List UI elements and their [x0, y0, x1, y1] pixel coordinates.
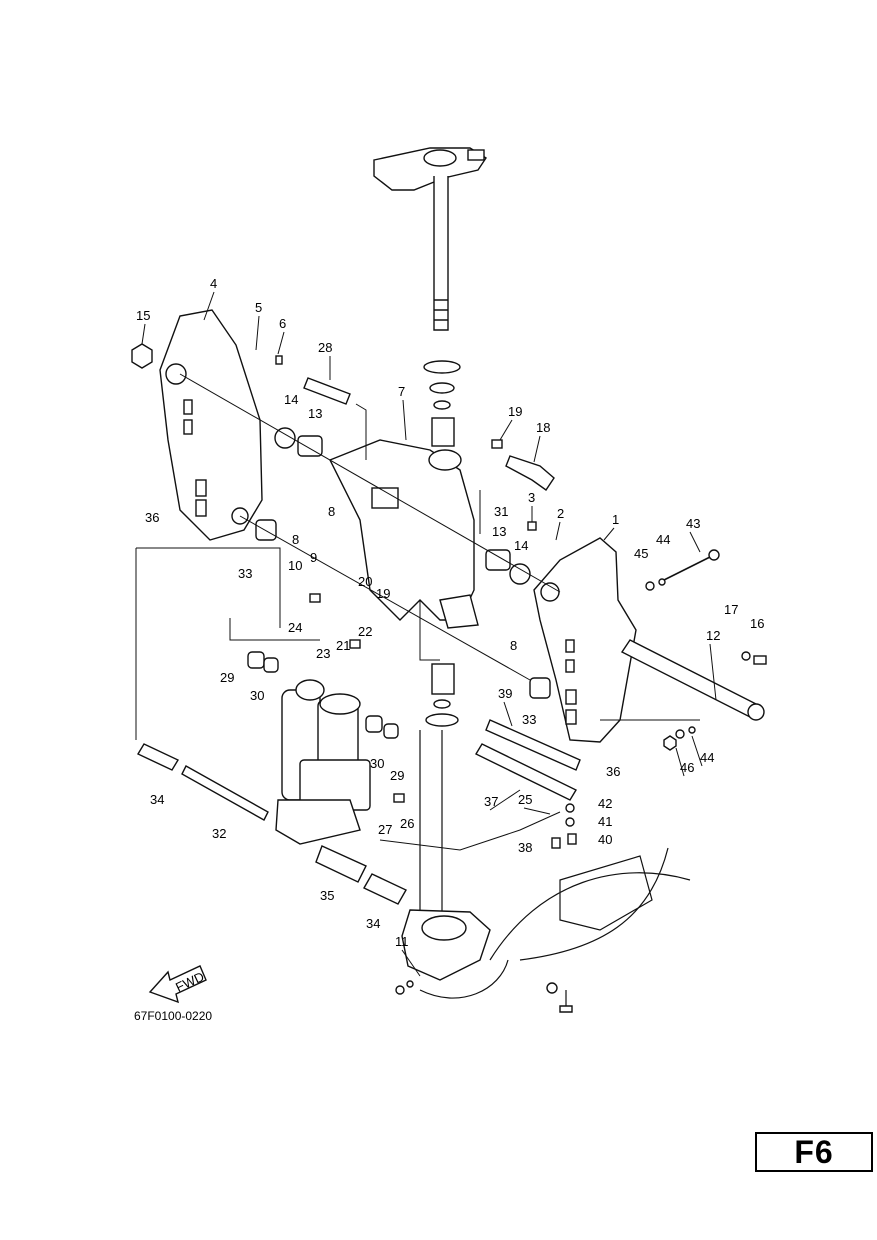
callout-1: 1 — [612, 512, 619, 527]
callout-13b: 13 — [492, 524, 506, 539]
callout-20: 20 — [358, 574, 372, 589]
callout-3: 3 — [528, 490, 535, 505]
callout-34b: 34 — [366, 916, 380, 931]
callout-34: 34 — [150, 792, 164, 807]
callout-30: 30 — [250, 688, 264, 703]
callout-14b: 14 — [514, 538, 528, 553]
callout-24: 24 — [288, 620, 302, 635]
callout-9: 9 — [310, 550, 317, 565]
callout-8c: 8 — [510, 638, 517, 653]
page-tab-label: F6 — [794, 1133, 834, 1170]
tilt-tube — [620, 639, 765, 721]
callout-10: 10 — [288, 558, 302, 573]
callout-27: 27 — [378, 822, 392, 837]
page-tab: F6 — [755, 1132, 873, 1172]
callout-40: 40 — [598, 832, 612, 847]
figure-code: 67F0100-0220 — [134, 1009, 213, 1023]
fwd-label: FWD — [173, 969, 206, 995]
callout-4: 4 — [210, 276, 217, 291]
callout-33: 33 — [238, 566, 252, 581]
callout-44b: 44 — [700, 750, 714, 765]
callout-8: 8 — [292, 532, 299, 547]
callout-28: 28 — [318, 340, 332, 355]
callout-2: 2 — [557, 506, 564, 521]
callout-44: 44 — [656, 532, 670, 547]
callout-37: 37 — [484, 794, 498, 809]
callout-6: 6 — [279, 316, 286, 331]
callout-43: 43 — [686, 516, 700, 531]
callout-12: 12 — [706, 628, 720, 643]
callout-leaders — [141, 291, 717, 977]
callout-36b: 36 — [606, 764, 620, 779]
callout-42: 42 — [598, 796, 612, 811]
callout-36: 36 — [145, 510, 159, 525]
callout-25: 25 — [518, 792, 532, 807]
callout-14: 14 — [284, 392, 298, 407]
callout-22: 22 — [358, 624, 372, 639]
callout-19: 19 — [508, 404, 522, 419]
callout-41: 41 — [598, 814, 612, 829]
callout-35: 35 — [320, 888, 334, 903]
callout-21: 21 — [336, 638, 350, 653]
callout-39: 39 — [498, 686, 512, 701]
callout-45: 45 — [634, 546, 648, 561]
callout-13: 13 — [308, 406, 322, 421]
callout-16: 16 — [750, 616, 764, 631]
swivel-bracket — [329, 439, 479, 629]
clamp-bracket-left — [159, 309, 263, 541]
fwd-arrow — [148, 965, 207, 1004]
callout-15: 15 — [136, 308, 150, 323]
callout-33b: 33 — [522, 712, 536, 727]
callout-7: 7 — [398, 384, 405, 399]
callouts: 1 2 3 4 5 6 7 8 8 8 9 10 11 12 13 13 14 … — [136, 276, 764, 995]
callout-30b: 30 — [370, 756, 384, 771]
callout-5: 5 — [255, 300, 262, 315]
callout-31: 31 — [494, 504, 508, 519]
callout-11: 11 — [395, 934, 409, 949]
clamp-bracket-right — [533, 537, 637, 743]
callout-18: 18 — [536, 420, 550, 435]
callout-29b: 29 — [390, 768, 404, 783]
callout-38: 38 — [518, 840, 532, 855]
callout-29: 29 — [220, 670, 234, 685]
callout-26: 26 — [400, 816, 414, 831]
callout-23: 23 — [316, 646, 330, 661]
callout-32: 32 — [212, 826, 226, 841]
callout-19b: 19 — [376, 586, 390, 601]
callout-8b: 8 — [328, 504, 335, 519]
trim-tilt-unit — [275, 679, 371, 845]
lower-unit — [401, 847, 691, 999]
callout-46: 46 — [680, 760, 694, 775]
steering-shaft — [373, 147, 487, 331]
callout-17: 17 — [724, 602, 738, 617]
